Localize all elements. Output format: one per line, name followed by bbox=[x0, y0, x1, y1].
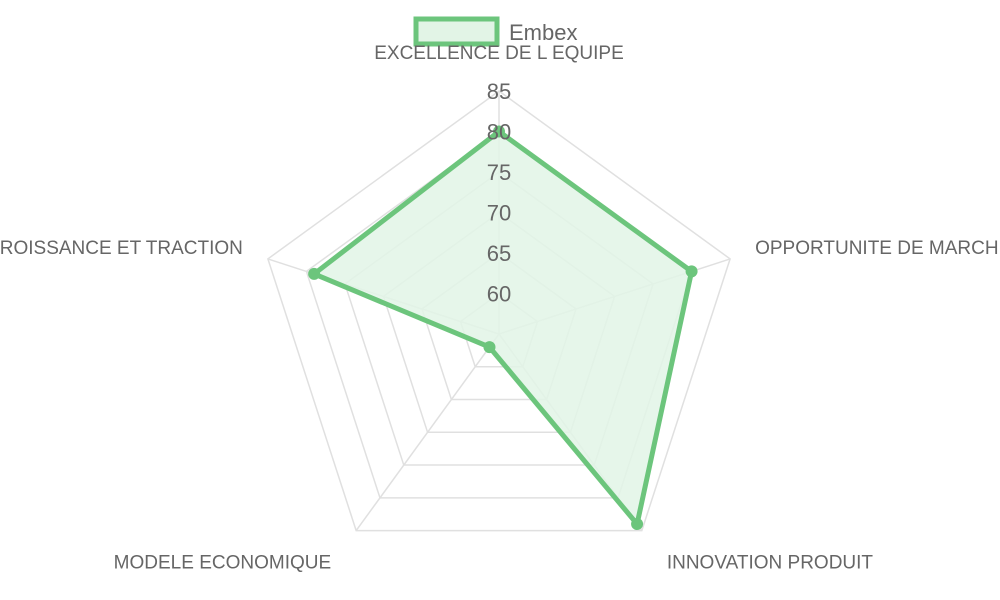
tick-label: 85 bbox=[487, 79, 511, 104]
tick-label: 65 bbox=[487, 241, 511, 266]
data-point[interactable] bbox=[631, 518, 644, 531]
series-points bbox=[308, 125, 698, 531]
series-polygon bbox=[311, 129, 695, 527]
axis-labels: EXCELLENCE DE L EQUIPE OPPORTUNITE DE MAR… bbox=[0, 43, 1000, 573]
axis-label: EXCELLENCE DE L EQUIPE bbox=[374, 43, 624, 64]
tick-label: 80 bbox=[487, 120, 511, 145]
axis-label: MODELE ECONOMIQUE bbox=[114, 552, 331, 573]
grid-spoke bbox=[355, 333, 500, 532]
tick-label: 60 bbox=[487, 282, 511, 307]
data-point[interactable] bbox=[493, 125, 505, 138]
series-area bbox=[311, 129, 695, 527]
radial-ticks: 60 65 70 75 80 85 bbox=[487, 79, 511, 307]
tick-label: 70 bbox=[487, 201, 511, 226]
legend[interactable]: Embex bbox=[413, 16, 577, 47]
data-point[interactable] bbox=[685, 265, 698, 278]
grid-ring bbox=[267, 90, 731, 532]
data-point[interactable] bbox=[483, 341, 496, 354]
legend-label[interactable]: Embex bbox=[509, 20, 577, 45]
axis-label: OPPORTUNITE DE MARCHE bbox=[755, 238, 1000, 259]
data-point[interactable] bbox=[308, 267, 321, 280]
legend-swatch[interactable] bbox=[413, 16, 500, 47]
axis-label: INNOVATION PRODUIT bbox=[667, 552, 874, 573]
axis-label: CROISSANCE ET TRACTION bbox=[0, 238, 243, 259]
tick-label: 75 bbox=[487, 160, 511, 185]
